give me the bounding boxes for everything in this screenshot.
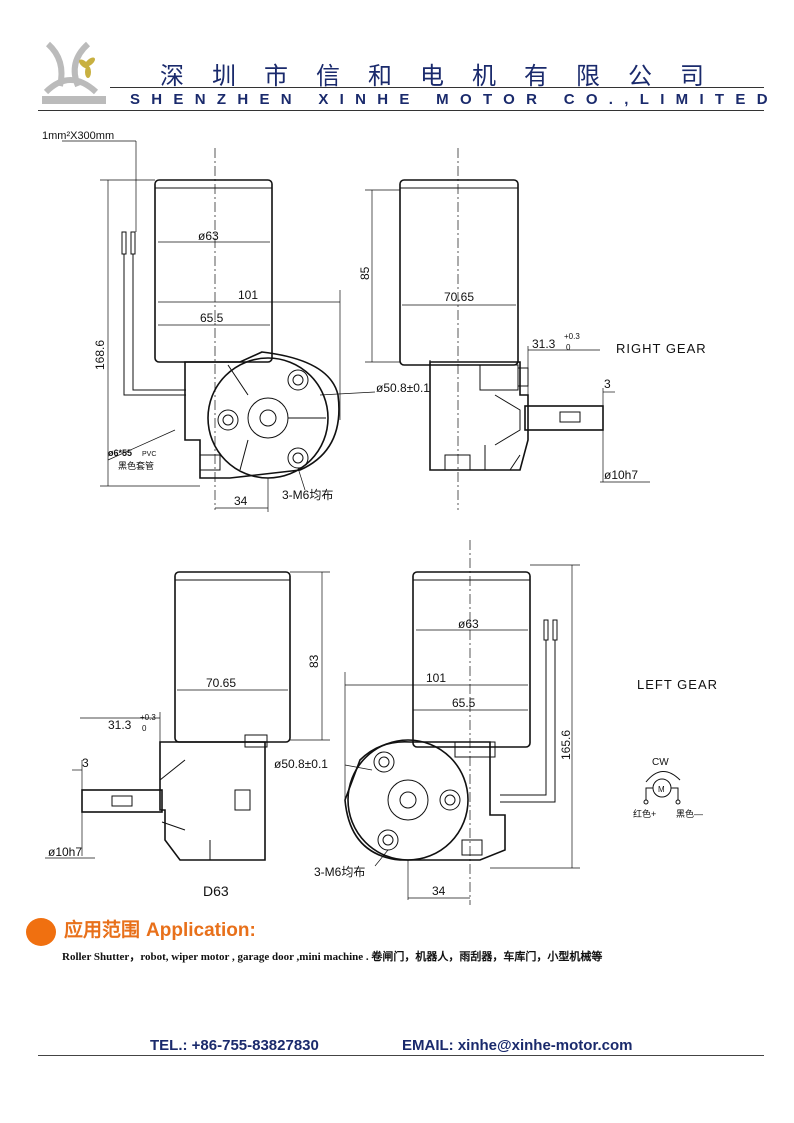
shaft-diameter-label: ø10h7 <box>604 468 638 482</box>
tube-spec-label: ø6*55 <box>108 448 132 458</box>
black-wire-label: 黑色— <box>676 808 703 819</box>
height-label: 168.6 <box>93 340 107 370</box>
holes-label: 3-M6均布 <box>314 865 365 879</box>
tol-plus-label: +0.3 <box>140 713 156 722</box>
tol-plus-label: +0.3 <box>564 332 580 341</box>
motor-diameter-label: ø63 <box>458 617 479 631</box>
tube-note-label: 黑色套管 <box>118 460 154 471</box>
bottom-left-view: 83 70.65 31.3 +0.3 0 3 ø10h7 D63 <box>45 571 330 899</box>
gear-diameter-label: ø50.8±0.1 <box>376 381 430 395</box>
application-title-cn: 应用范围 <box>64 920 141 941</box>
company-logo <box>42 41 106 104</box>
motor-symbol-label: M <box>658 785 665 794</box>
length-65-5-label: 65.5 <box>200 311 224 325</box>
tube-pvc-label: PVC <box>142 451 156 458</box>
bottom-right-view: ø63 101 65.5 165.6 ø50.8±0.1 3-M6均布 34 L… <box>274 540 718 905</box>
height-83-label: 83 <box>307 654 321 668</box>
wire-spec-label: 1mm²X300mm <box>42 130 114 142</box>
length-101-label: 101 <box>426 671 446 685</box>
application-bullet-icon <box>26 918 56 946</box>
left-gear-label: LEFT GEAR <box>637 677 718 692</box>
top-right-view: 85 70.65 31.3 +0.3 0 RIGHT GEAR 3 ø10h7 <box>358 148 707 510</box>
wiring-diagram: CW M 红色+ 黑色— <box>633 757 703 819</box>
diameter-70-65-label: 70.65 <box>206 676 236 690</box>
length-65-5-label: 65.5 <box>452 696 476 710</box>
holes-label: 3-M6均布 <box>282 488 333 502</box>
width-34-label: 34 <box>432 884 446 898</box>
top-left-view: 1mm²X300mm ø63 101 65.5 168.6 ø50.8±0.1 … <box>42 130 430 512</box>
length-101-label: 101 <box>238 288 258 302</box>
header-bottom-rule <box>38 110 764 111</box>
application-title-en: Application: <box>146 920 256 941</box>
footer-email: EMAIL: xinhe@xinhe-motor.com <box>402 1037 633 1054</box>
height-85-label: 85 <box>358 266 372 280</box>
technical-drawing: 1mm²X300mm ø63 101 65.5 168.6 ø50.8±0.1 … <box>42 130 718 905</box>
width-34-label: 34 <box>234 494 248 508</box>
rotation-arrow-icon <box>645 771 681 783</box>
red-wire-label: 红色+ <box>633 808 656 819</box>
model-label: D63 <box>203 883 229 899</box>
right-gear-label: RIGHT GEAR <box>616 341 707 356</box>
footer-rule <box>38 1055 764 1056</box>
diameter-70-65-label: 70.65 <box>444 290 474 304</box>
offset-label: 31.3 <box>108 718 132 732</box>
offset-label: 31.3 <box>532 337 556 351</box>
height-label: 165.6 <box>559 730 573 760</box>
shaft-diameter-label: ø10h7 <box>48 845 82 859</box>
footer-tel: TEL.: +86-755-83827830 <box>150 1037 319 1054</box>
direction-label: CW <box>652 757 669 768</box>
motor-diameter-label: ø63 <box>198 229 219 243</box>
company-name-en: SHENZHEN XINHE MOTOR CO.,LIMITED <box>130 91 779 108</box>
key-3-label: 3 <box>604 377 611 391</box>
company-name-cn: 深圳市信和电机有限公司 <box>160 62 732 90</box>
header-divider <box>110 87 764 88</box>
tol-zero-label: 0 <box>566 343 571 352</box>
tol-zero-label: 0 <box>142 724 147 733</box>
application-text: Roller Shutter，robot, wiper motor , gara… <box>62 951 603 963</box>
key-3-label: 3 <box>82 756 89 770</box>
gear-diameter-label: ø50.8±0.1 <box>274 757 328 771</box>
